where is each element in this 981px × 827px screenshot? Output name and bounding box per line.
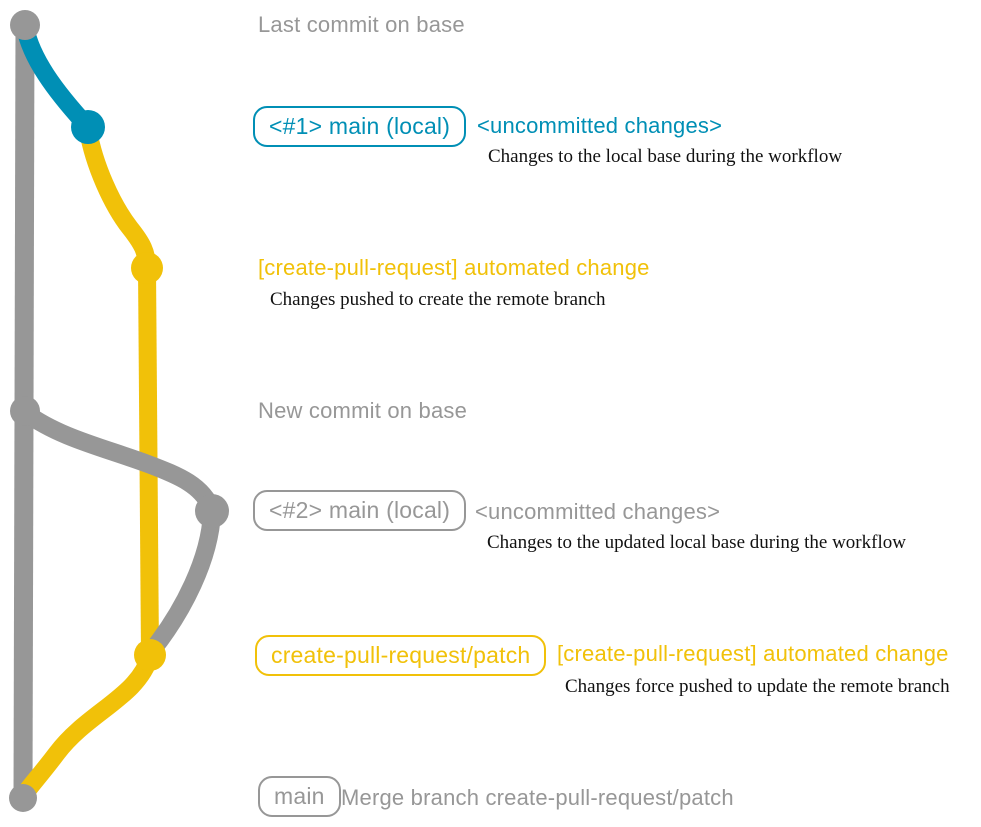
caption-automated-1: Changes pushed to create the remote bran… [270,289,606,310]
commit-dot-merge [9,784,37,812]
caption-uncommitted-2: Changes to the updated local base during… [487,532,906,553]
commit-dot-local-main-2 [195,494,229,528]
local-main-branch-curve [16,25,95,134]
commit-message-automated-2: [create-pull-request] automated change [557,641,949,666]
commit-message-uncommitted-1: <uncommitted changes> [477,113,723,138]
commit-message-merge: Merge branch create-pull-request/patch [341,785,734,810]
patch-branch-merge-curve [16,652,159,801]
branch-badge-label: <#2> main (local) [253,490,467,531]
git-graph [9,10,229,812]
commit-message-uncommitted-2: <uncommitted changes> [475,499,721,524]
branch-badge-patch: create-pull-request/patch [255,635,547,676]
branch-badge-local-main-2: <#2> main (local) [253,490,467,531]
branch-badge-label: <#1> main (local) [253,106,467,147]
branch-badge-label: main [258,776,341,817]
commit-dot-last-base [10,10,40,40]
caption-automated-2: Changes force pushed to update the remot… [565,676,950,697]
branch-badge-main: main [258,776,341,817]
commit-message-automated-1: [create-pull-request] automated change [258,255,650,280]
caption-uncommitted-1: Changes to the local base during the wor… [488,146,843,167]
commit-dot-automated-change-1 [131,252,163,284]
commit-dot-new-base [10,396,40,426]
commit-message-new-base: New commit on base [258,398,468,423]
branch-badge-local-main-1: <#1> main (local) [253,106,467,147]
base-update-curve [20,405,221,514]
rebase-merge-curve [146,511,221,654]
patch-branch-curve-top [79,128,156,269]
commit-dot-automated-change-2 [134,639,166,671]
commit-dot-local-main-1 [71,110,105,144]
commit-message-last-base: Last commit on base [258,12,465,37]
branch-badge-label: create-pull-request/patch [255,635,547,676]
